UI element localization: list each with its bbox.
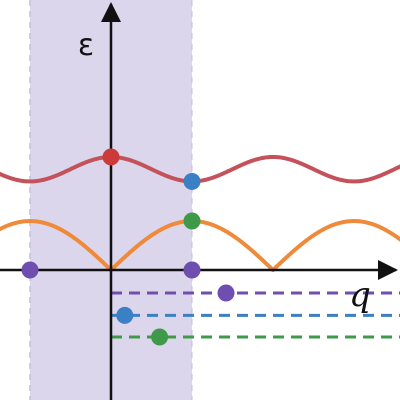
- green-line-point: [151, 328, 169, 346]
- purple-right-point: [183, 261, 201, 279]
- purple-line-point: [217, 284, 235, 302]
- blue-line-point: [116, 306, 134, 324]
- state-points: [21, 148, 235, 346]
- y-axis-label: ε: [78, 28, 94, 63]
- blue-upper-point: [183, 172, 201, 190]
- dashed-levels: [111, 291, 400, 339]
- purple-left-point: [21, 261, 39, 279]
- x-axis-label: q: [349, 275, 371, 315]
- red-point: [102, 148, 120, 166]
- green-upper-point: [183, 212, 201, 230]
